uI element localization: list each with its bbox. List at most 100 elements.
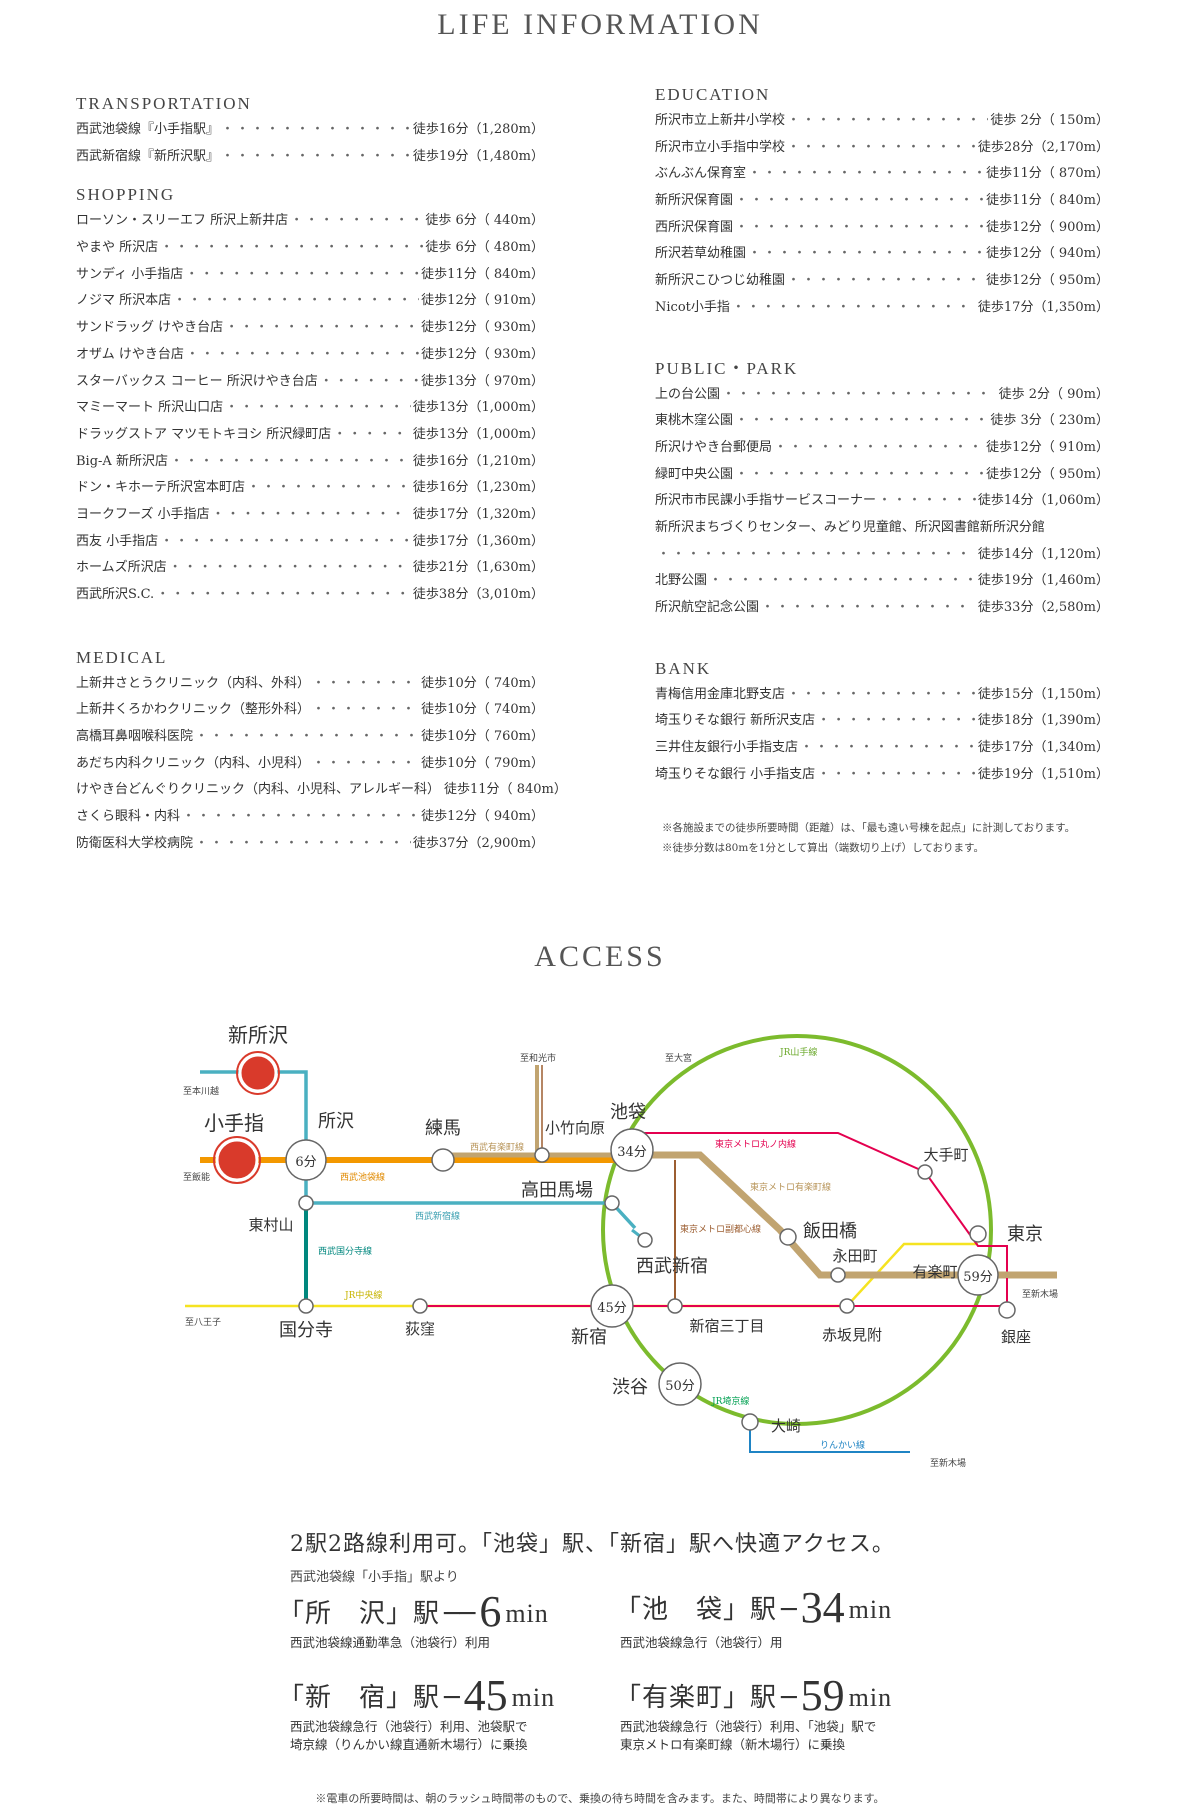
facility-name: 新所沢保育園: [655, 193, 734, 209]
label-shintokorozawa: 新所沢: [228, 1023, 288, 1047]
section-title: MEDICAL: [76, 647, 168, 667]
facility-name: 三井住友銀行小手指支店: [655, 740, 799, 756]
route-desc-line: 埼京線（りんかい線直通新木場行）に乗換: [290, 1737, 528, 1752]
access-title: ACCESS: [534, 940, 666, 973]
route-ikebukuro-desc: 西武池袋線急行（池袋行）用: [620, 1635, 783, 1650]
dot-leader: [225, 396, 411, 415]
dot-leader: [156, 583, 411, 602]
list-item: ホームズ所沢店徒歩21分（1,630m）: [76, 556, 544, 583]
facility-name: あだち内科クリニック（内科、小児科）: [76, 755, 311, 771]
dot-leader: [211, 503, 410, 522]
route-desc-line: 西武池袋線急行（池袋行）利用、「池袋」駅で: [620, 1719, 877, 1734]
walking-time: 徒歩16分（1,280m）: [412, 122, 544, 137]
facility-name: 防衛医科大学校病院: [76, 835, 194, 851]
station-shibuya-time-circle: [658, 1362, 702, 1406]
facility-name: ドン・キホーテ所沢宮本町店: [76, 480, 246, 496]
walking-time: 徒歩12分（ 940m）: [986, 246, 1109, 262]
direction-wakoshi: 至和光市: [520, 1052, 556, 1064]
dot-leader: [774, 436, 984, 455]
access-from: 西武池袋線「小手指」駅より: [290, 1570, 459, 1585]
dot-leader: [787, 269, 984, 288]
walking-time: 徒歩 2分（ 90m）: [998, 386, 1109, 402]
label-shibuya: 渋谷: [612, 1377, 648, 1398]
list-item: 埼玉りそな銀行 新所沢支店徒歩18分（1,390m）: [655, 709, 1109, 736]
facility-name: ドラッグストア マツモトキヨシ 所沢緑町店: [76, 426, 332, 442]
minutes-tokorozawa: 6分: [295, 1155, 316, 1170]
dot-leader: [817, 763, 976, 782]
list-item: 西武所沢S.C.徒歩38分（3,010m）: [76, 583, 544, 610]
facility-name: 東桃木窪公園: [655, 413, 734, 429]
dot-leader: [221, 118, 411, 137]
section-gap: [76, 171, 544, 183]
list-item: さくら眼科・内科徒歩12分（ 940m）: [76, 805, 544, 832]
list-item: 所沢市市民課小手指サービスコーナー徒歩14分（1,060m）: [655, 489, 1109, 516]
walking-time: 徒歩16分（1,210m）: [412, 453, 544, 469]
label-akasakamitsuke: 赤坂見附: [822, 1326, 882, 1344]
list-item: 所沢若草幼稚園徒歩12分（ 940m）: [655, 242, 1109, 269]
marunouchi-line: [420, 1132, 1008, 1307]
facility-name: ホームズ所沢店: [76, 560, 167, 576]
walking-time: 徒歩33分（2,580m）: [977, 600, 1109, 615]
facility-name: 新所沢こひつじ幼稚園: [655, 273, 786, 289]
station-tokyo-marker: [969, 1225, 987, 1243]
walking-time: 徒歩28分（2,170m）: [977, 139, 1109, 155]
station-tokorozawa-time-circle: [285, 1139, 327, 1181]
facility-notes: ※各施設までの徒歩所要時間（距離）は、「最も遠い号棟を起点」に計測しております。…: [662, 818, 1075, 858]
label-takadanobaba: 高田馬場: [521, 1180, 593, 1201]
list-item: 西所沢保育園徒歩12分（ 900m）: [655, 216, 1109, 243]
dot-leader: [290, 209, 423, 228]
dot-leader: [333, 423, 411, 442]
section-title: BANK: [655, 658, 712, 678]
dot-leader: [173, 289, 419, 308]
facility-name: 青梅信用金庫北野支店: [655, 686, 786, 702]
station-iidabashi-marker: [779, 1228, 797, 1246]
walking-time: 徒歩37分（2,900m）: [412, 835, 544, 851]
facility-name: Big-A 新所沢店: [76, 453, 168, 469]
walking-time: 徒歩10分（ 740m）: [421, 675, 544, 691]
label-seibu-kokubunji-line: 西武国分寺線: [318, 1245, 372, 1257]
station-nerima-marker: [431, 1148, 455, 1172]
route-unit: min: [505, 1599, 549, 1628]
access-footnote: ※電車の所要時間は、朝のラッシュ時間帯のもので、乗換の待ち時間を含みます。また、…: [315, 1792, 885, 1805]
life-information-title: LIFE INFORMATION: [437, 8, 763, 41]
station-otemachi-marker: [917, 1164, 933, 1180]
walking-time: 徒歩 3分（ 230m）: [990, 413, 1109, 429]
route-map: 6分 34分 45分 50分 59分 新所沢 小手指 所沢 東村山 国分寺 練馬…: [183, 1023, 1058, 1469]
station-higashimurayama-marker: [298, 1195, 314, 1211]
list-item: 東桃木窪公園 徒歩 3分（ 230m）: [655, 409, 1109, 436]
section-list: 西武池袋線『小手指駅』徒歩16分（1,280m）西武新宿線『新所沢駅』徒歩19分…: [76, 118, 544, 171]
walking-time: 徒歩16分（1,230m）: [412, 480, 544, 496]
label-kokubunji: 国分寺: [279, 1320, 333, 1341]
list-item: 上新井さとうクリニック（内科、外科）徒歩10分（ 740m）: [76, 672, 544, 699]
station-nagatacho-marker: [830, 1267, 846, 1283]
walking-time: 徒歩12分（ 900m）: [986, 219, 1109, 235]
dot-leader: [735, 463, 984, 482]
section-list: ローソン・スリーエフ 所沢上新井店徒歩 6分（ 440m）やまや 所沢店徒歩 6…: [76, 209, 544, 609]
walking-time: 徒歩10分（ 790m）: [421, 755, 544, 771]
walking-time: 徒歩19分（1,480m）: [412, 148, 544, 164]
label-iidabashi: 飯田橋: [803, 1221, 857, 1242]
dot-leader: [735, 216, 984, 235]
label-tokorozawa: 所沢: [318, 1111, 354, 1132]
dot-leader: [312, 752, 419, 771]
route-minutes: 6: [479, 1587, 502, 1636]
facility-name: オザム けやき台店: [76, 346, 184, 362]
dot-leader: [735, 189, 984, 208]
dot-leader: [817, 709, 976, 728]
walking-time: 徒歩12分（ 940m）: [421, 809, 544, 825]
label-shinjuku: 新宿: [571, 1327, 607, 1348]
direction-hanno: 至飯能: [183, 1171, 210, 1183]
label-seibu-ikebukuro-line: 西武池袋線: [340, 1171, 385, 1183]
walking-time: 徒歩11分（ 840m）: [444, 782, 567, 798]
list-item: ドラッグストア マツモトキヨシ 所沢緑町店徒歩13分（1,000m）: [76, 423, 544, 450]
direction-hachioji: 至八王子: [185, 1317, 221, 1328]
route-unit: min: [511, 1683, 556, 1712]
facility-name: 高橋耳鼻咽喉科医院: [76, 729, 194, 745]
label-ginza: 銀座: [1001, 1328, 1031, 1346]
walking-time: 徒歩19分（1,460m）: [977, 573, 1109, 589]
note-line: ※各施設までの徒歩所要時間（距離）は、「最も遠い号棟を起点」に計測しております。: [662, 822, 1076, 834]
facility-name: 西武所沢S.C.: [76, 587, 155, 602]
route-unit: min: [848, 1683, 893, 1712]
station-seibushinjuku-marker: [637, 1232, 653, 1248]
